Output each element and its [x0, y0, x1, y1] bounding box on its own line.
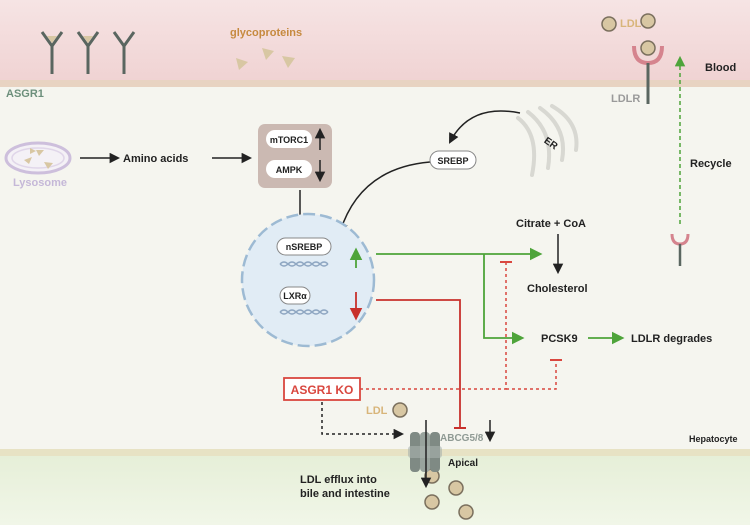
glycoprotein-icon	[236, 48, 295, 70]
lysosome-icon	[4, 141, 72, 175]
ldl-label-bottom: LDL	[366, 405, 388, 417]
ldl-label-top: LDL	[620, 18, 642, 30]
apical-label: Apical	[448, 458, 478, 469]
mtorc1-pill	[266, 130, 312, 148]
blood-region	[0, 0, 750, 80]
arrow-srebp-nsrebp	[337, 161, 431, 235]
blood-label: Blood	[705, 62, 736, 74]
pcsk9-label: PCSK9	[541, 333, 578, 345]
efflux-label-line2: bile and intestine	[300, 488, 390, 500]
hepatocyte-label: Hepatocyte	[689, 434, 738, 444]
ampk-pill	[266, 160, 312, 178]
asgr1-label: ASGR1	[6, 88, 44, 100]
nsrebp-pill	[276, 237, 332, 256]
arrow-nsrebp-pcsk9	[483, 254, 525, 345]
nsrebp-label: nSREBP	[286, 242, 323, 252]
lxra-pill	[279, 286, 311, 305]
asgr1-receptor-icon	[40, 31, 136, 74]
abcg5-8-transporter-icon	[408, 432, 442, 472]
ldl-particle-icon	[601, 13, 656, 56]
abcg58-label: ABCG5/8	[440, 433, 484, 444]
recycle-label: Recycle	[690, 158, 732, 170]
lysosome-label: Lysosome	[13, 177, 67, 189]
apical-membrane	[0, 449, 750, 456]
srebp-pill	[429, 150, 477, 170]
arrow-er-srebp	[449, 110, 521, 144]
mtorc1-label: mTORC1	[270, 135, 308, 145]
citrate-coa-label: Citrate + CoA	[516, 218, 586, 230]
basolateral-membrane	[0, 80, 750, 87]
ldlr-label: LDLR	[611, 93, 640, 105]
efflux-label-line1: LDL efflux into	[300, 474, 377, 486]
ldlr-degrades-label: LDLR degrades	[631, 333, 712, 345]
nucleus	[240, 212, 376, 348]
cytoplasm-region	[0, 87, 750, 449]
asgr1-ko-label: ASGR1 KO	[291, 383, 354, 397]
ldlr-receptor-icon	[632, 45, 664, 104]
cholesterol-label: Cholesterol	[527, 283, 588, 295]
er-organelle-icon	[516, 104, 579, 177]
ko-inhibition-pcsk9	[506, 360, 557, 390]
ampk-label: AMPK	[276, 165, 303, 175]
recycled-ldlr-icon	[670, 233, 690, 266]
dna-strand-icon	[279, 261, 329, 315]
glycoproteins-label: glycoproteins	[230, 27, 302, 39]
lxra-label: LXRα	[283, 291, 307, 301]
bile-region	[0, 456, 750, 525]
ldl-particle-icon	[392, 402, 474, 520]
lxra-inhibition-line	[376, 299, 461, 428]
amino-acids-label: Amino acids	[123, 153, 188, 165]
srebp-label: SREBP	[437, 156, 468, 166]
arrow-ko-abcg58	[321, 402, 405, 440]
